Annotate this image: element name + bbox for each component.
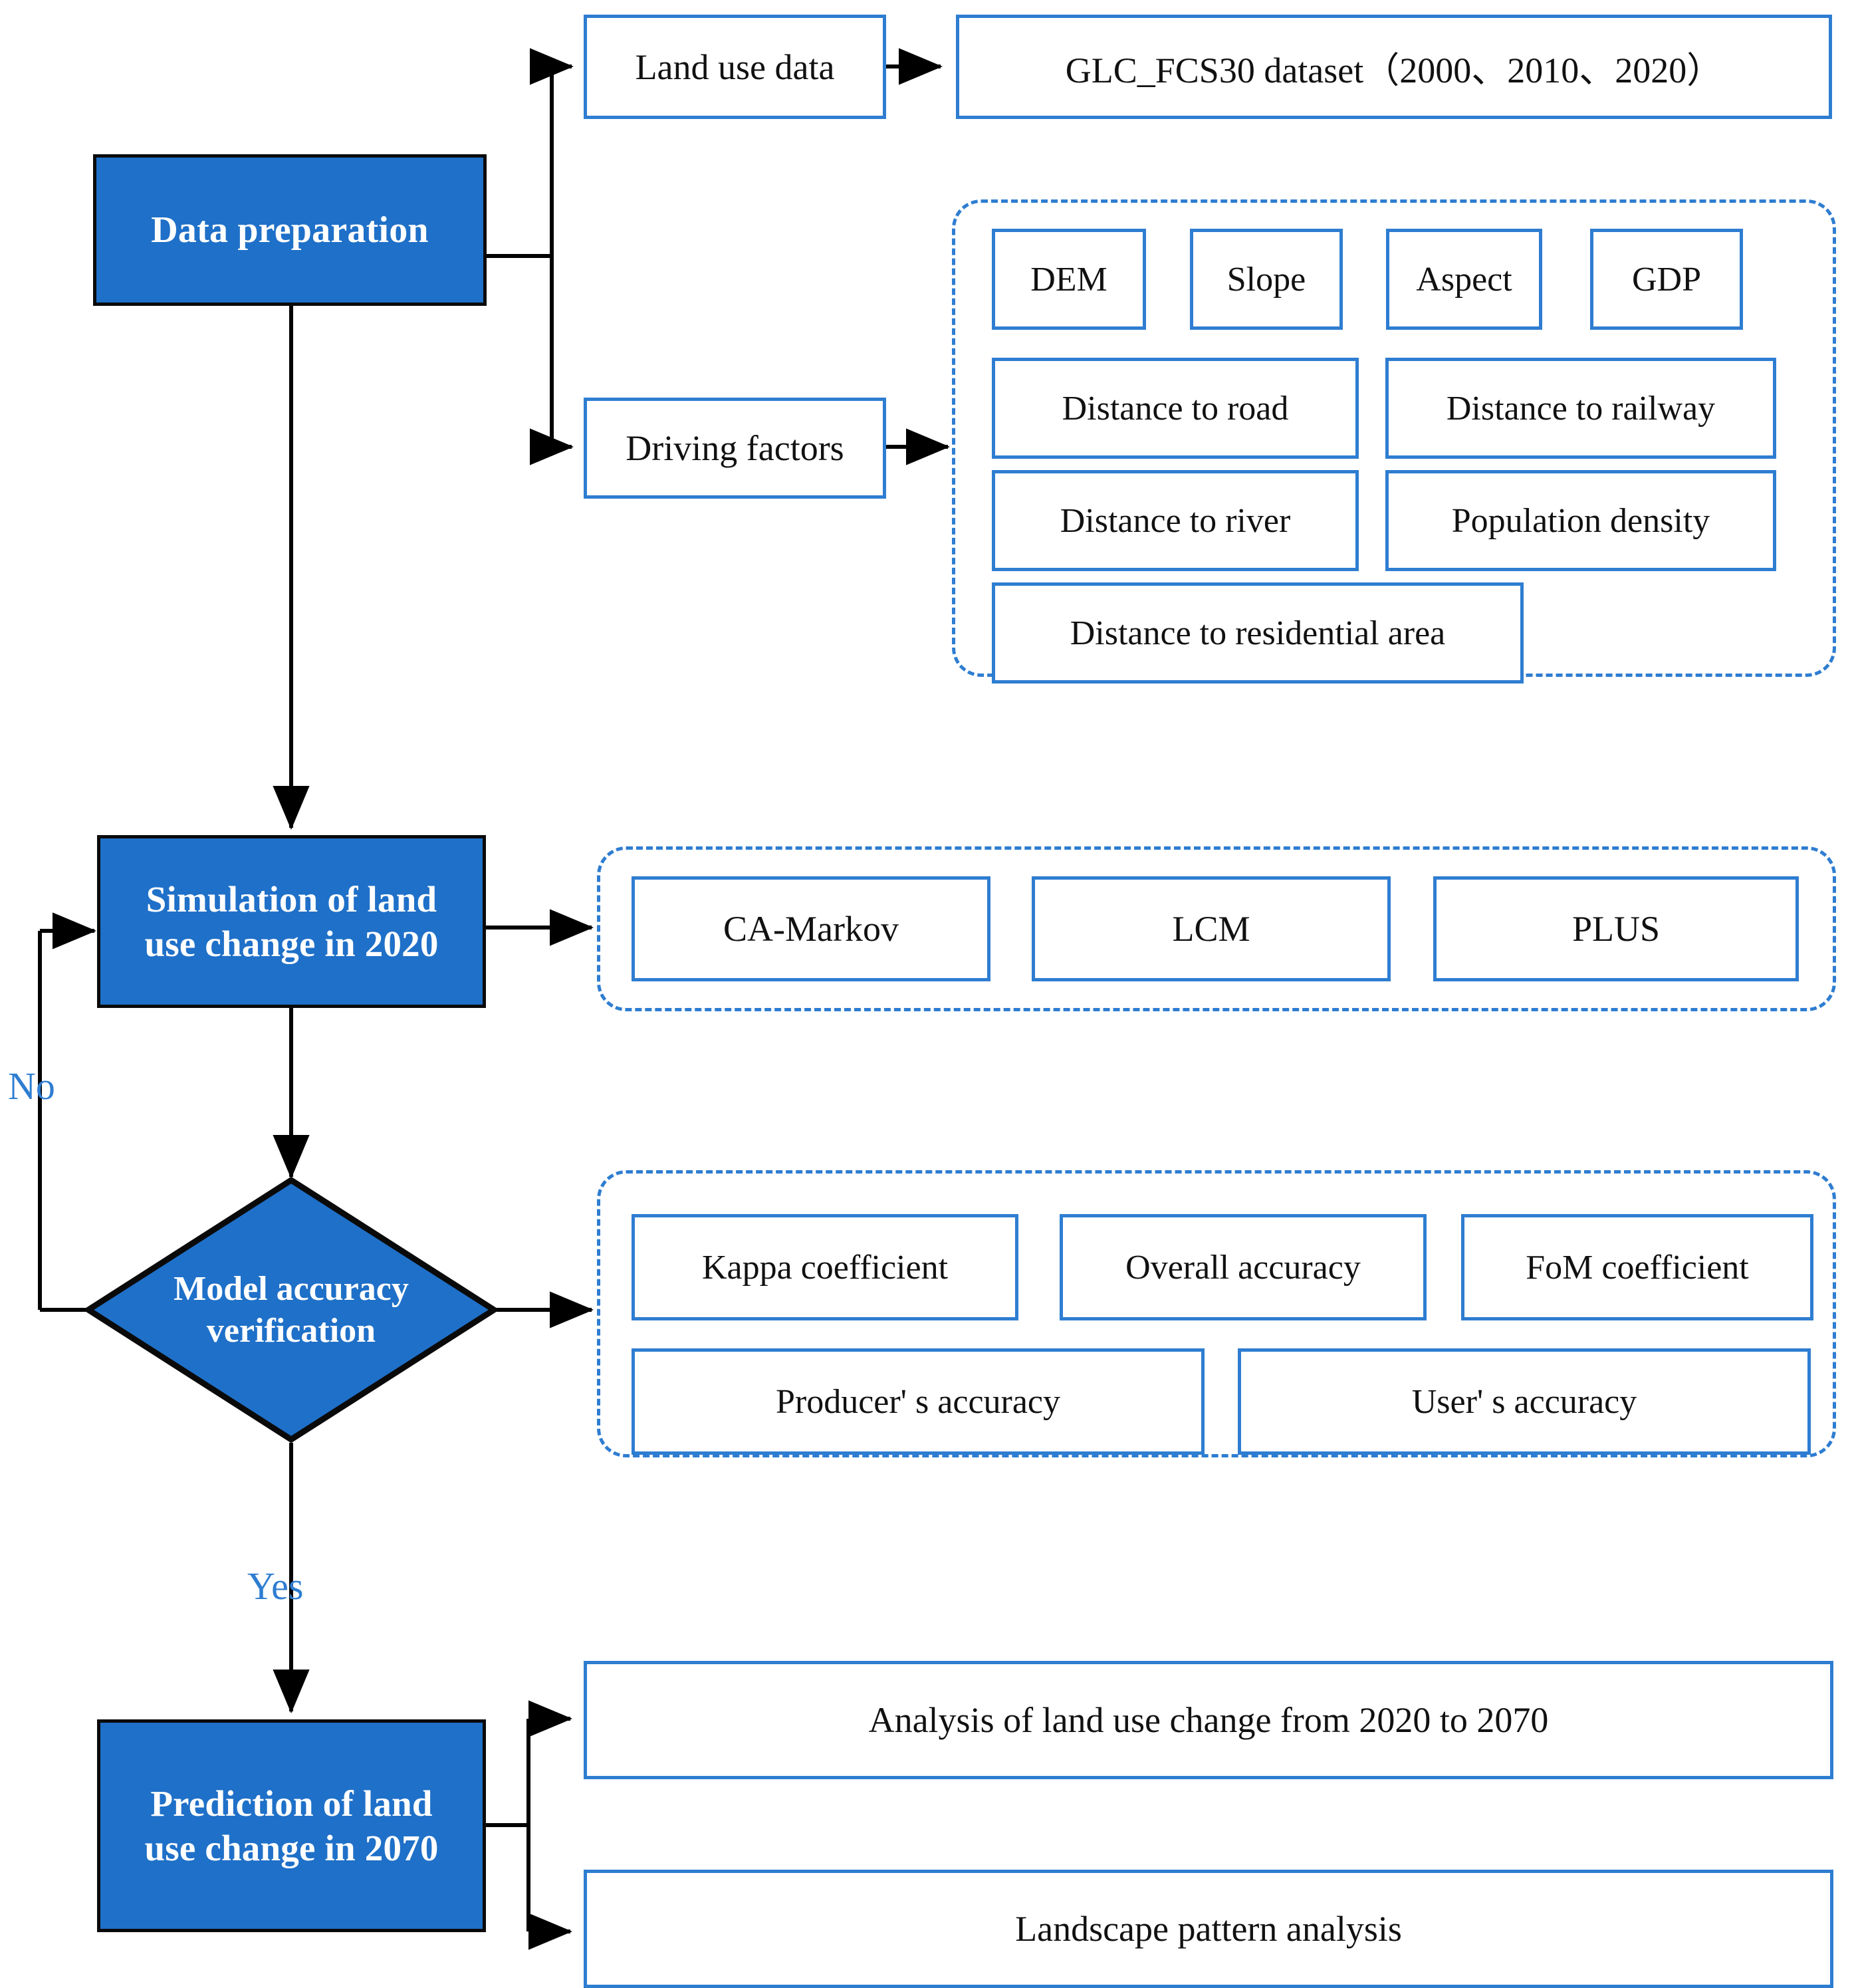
- stage-data-preparation[interactable]: Data preparation: [93, 154, 487, 306]
- verification-label-line2: verification: [206, 1312, 376, 1350]
- edge-label-no-text: No: [8, 1064, 55, 1108]
- land-use-data-label: Land use data: [635, 47, 835, 87]
- factor-box-dem[interactable]: DEM: [992, 229, 1146, 330]
- edge-label-no: No: [8, 1064, 55, 1108]
- land-use-data-box[interactable]: Land use data: [584, 15, 886, 119]
- factor-box-distance-to-road[interactable]: Distance to road: [992, 358, 1359, 459]
- prediction-label-line2: use change in 2070: [144, 1828, 439, 1868]
- stage-model-accuracy-verification[interactable]: Model accuracy verification: [85, 1177, 497, 1443]
- model-label-lcm: LCM: [1172, 909, 1250, 949]
- metric-label-overall-accuracy: Overall accuracy: [1125, 1248, 1361, 1287]
- factor-label-distance-to-railway: Distance to railway: [1446, 389, 1716, 428]
- output-label-analysis: Analysis of land use change from 2020 to…: [868, 1700, 1549, 1740]
- diamond-shape: [85, 1177, 497, 1443]
- metric-box-users-accuracy[interactable]: User' s accuracy: [1238, 1348, 1811, 1455]
- model-box-lcm[interactable]: LCM: [1032, 876, 1391, 981]
- metric-label-kappa-coefficient: Kappa coefficient: [701, 1248, 949, 1287]
- prediction-label-line1: Prediction of land: [150, 1783, 433, 1824]
- metric-box-kappa-coefficient[interactable]: Kappa coefficient: [632, 1214, 1018, 1320]
- factor-label-dem: DEM: [1030, 260, 1107, 299]
- glc-dataset-label: GLC_FCS30 dataset（2000、2010、2020）: [1065, 51, 1723, 90]
- metric-label-fom-coefficient: FoM coefficient: [1526, 1248, 1749, 1287]
- stage-simulation[interactable]: Simulation of land use change in 2020: [97, 835, 486, 1008]
- metric-box-overall-accuracy[interactable]: Overall accuracy: [1060, 1214, 1427, 1320]
- metric-label-producers-accuracy: Producer' s accuracy: [775, 1382, 1061, 1421]
- factor-label-distance-to-road: Distance to road: [1062, 389, 1289, 428]
- factor-box-population-density[interactable]: Population density: [1385, 470, 1776, 571]
- factor-box-distance-to-residential-area[interactable]: Distance to residential area: [992, 582, 1524, 683]
- glc-dataset-box[interactable]: GLC_FCS30 dataset（2000、2010、2020）: [956, 15, 1832, 119]
- factor-box-slope[interactable]: Slope: [1190, 229, 1343, 330]
- driving-factors-label: Driving factors: [626, 428, 844, 468]
- simulation-label-line1: Simulation of land: [146, 878, 437, 920]
- model-label-ca-markov: CA-Markov: [723, 909, 899, 949]
- factor-label-slope: Slope: [1226, 260, 1306, 299]
- factor-box-gdp[interactable]: GDP: [1590, 229, 1743, 330]
- edge-label-yes-text: Yes: [247, 1564, 304, 1608]
- factor-box-aspect[interactable]: Aspect: [1386, 229, 1542, 330]
- model-box-plus[interactable]: PLUS: [1433, 876, 1799, 981]
- factor-label-distance-to-residential-area: Distance to residential area: [1070, 614, 1446, 652]
- data-preparation-label: Data preparation: [151, 209, 429, 251]
- output-box-analysis[interactable]: Analysis of land use change from 2020 to…: [584, 1661, 1833, 1779]
- verification-label-line1: Model accuracy: [174, 1269, 409, 1308]
- stage-prediction[interactable]: Prediction of land use change in 2070: [97, 1719, 486, 1932]
- factor-label-aspect: Aspect: [1416, 260, 1512, 299]
- factor-label-gdp: GDP: [1631, 260, 1702, 299]
- output-box-landscape[interactable]: Landscape pattern analysis: [584, 1870, 1833, 1988]
- accuracy-metrics-group: [597, 1170, 1836, 1457]
- simulation-label-line2: use change in 2020: [144, 924, 439, 964]
- factor-label-distance-to-river: Distance to river: [1060, 501, 1291, 540]
- factor-box-distance-to-railway[interactable]: Distance to railway: [1385, 358, 1776, 459]
- model-box-ca-markov[interactable]: CA-Markov: [632, 876, 990, 981]
- factor-label-population-density: Population density: [1451, 501, 1710, 540]
- output-label-landscape: Landscape pattern analysis: [1015, 1909, 1402, 1949]
- model-label-plus: PLUS: [1571, 909, 1661, 949]
- metric-box-producers-accuracy[interactable]: Producer' s accuracy: [632, 1348, 1205, 1455]
- edge-label-yes: Yes: [247, 1564, 303, 1608]
- factor-box-distance-to-river[interactable]: Distance to river: [992, 470, 1359, 571]
- metric-box-fom-coefficient[interactable]: FoM coefficient: [1461, 1214, 1813, 1320]
- models-group: [597, 846, 1836, 1011]
- metric-label-users-accuracy: User' s accuracy: [1411, 1382, 1637, 1421]
- verification-label-group: Model accuracy verification: [85, 1177, 497, 1443]
- driving-factors-box[interactable]: Driving factors: [584, 398, 886, 499]
